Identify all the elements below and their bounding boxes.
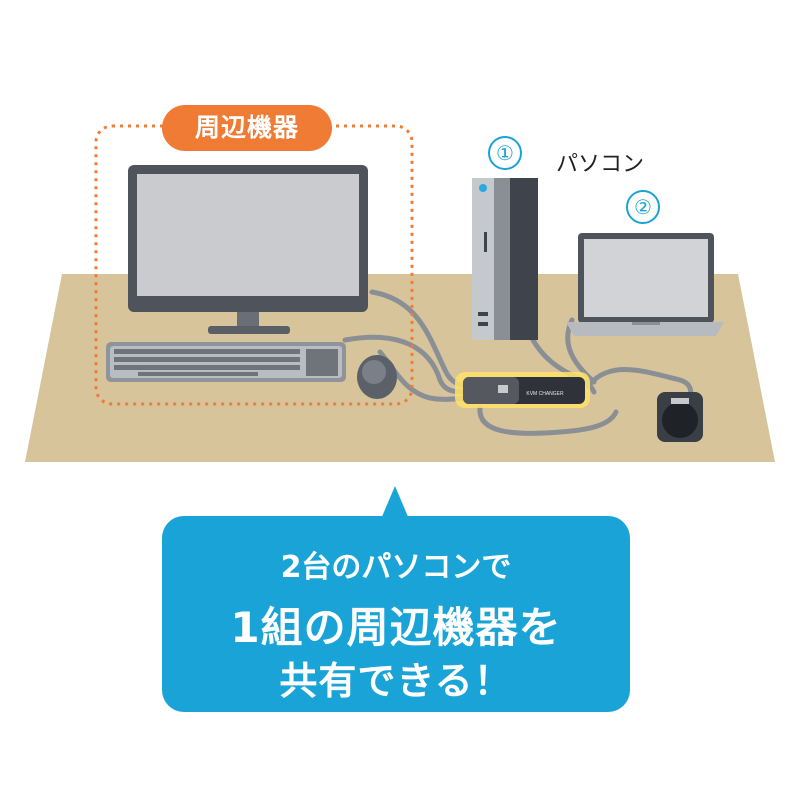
callout-line-1: 2台のパソコンで (280, 550, 512, 585)
callout-line-3: 共有できる！ (279, 659, 513, 703)
callout-box: 2台のパソコンで 1組の周辺機器を 共有できる！ (162, 516, 630, 712)
pc-number-1: ① (488, 136, 522, 170)
remote-switch (657, 392, 703, 442)
pc-number-2: ② (626, 190, 660, 224)
laptop (566, 233, 724, 336)
callout-line-2: 1組の周辺機器を (230, 603, 562, 652)
peripherals-frame (94, 124, 414, 406)
peripherals-badge: 周辺機器 (162, 105, 332, 151)
kvm-switch: KVM CHANGER (455, 372, 590, 408)
tower-pc (472, 178, 538, 340)
monitor (128, 165, 368, 334)
pc-label: パソコン (556, 152, 645, 177)
keyboard (106, 342, 346, 382)
kvm-label: KVM CHANGER (526, 391, 564, 397)
callout-pointer (381, 486, 409, 519)
mouse (357, 355, 397, 399)
